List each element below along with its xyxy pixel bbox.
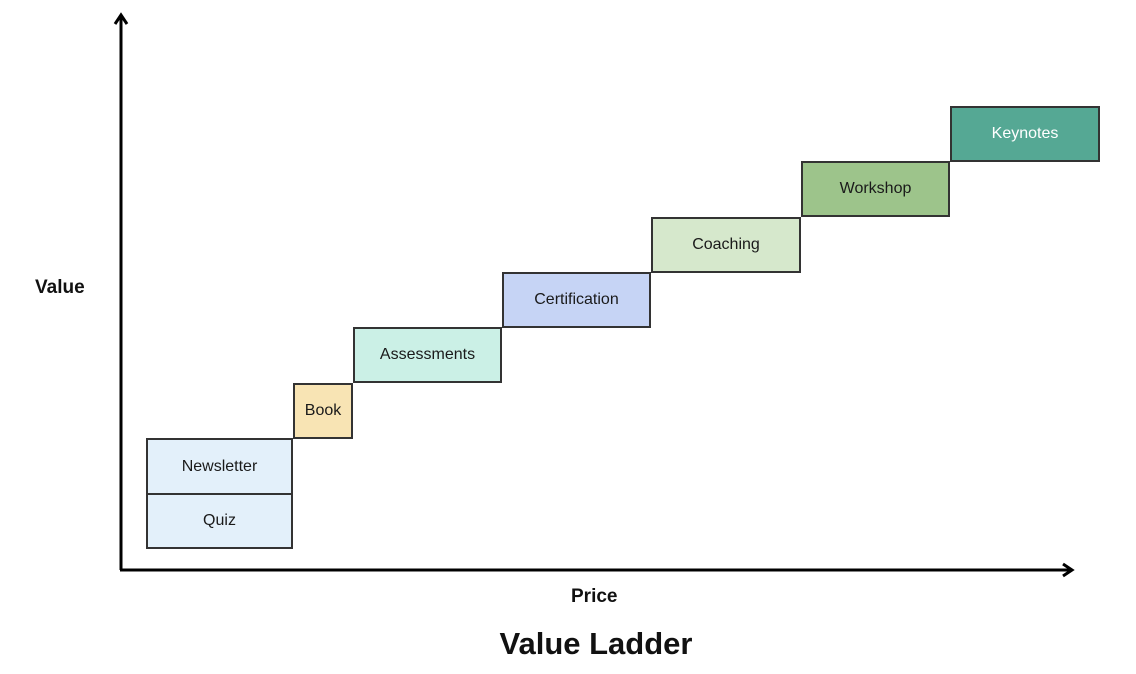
- step-book: Book: [293, 383, 353, 439]
- y-axis-arrow-icon: [113, 12, 129, 25]
- x-axis-label: Price: [571, 586, 618, 607]
- step-keynotes: Keynotes: [950, 106, 1100, 162]
- step-quiz: Quiz: [146, 493, 293, 549]
- step-newsletter: Newsletter: [146, 438, 293, 495]
- y-axis-label: Value: [35, 277, 85, 298]
- step-workshop: Workshop: [801, 161, 950, 217]
- x-axis-arrow-icon: [1062, 562, 1075, 578]
- step-certification: Certification: [502, 272, 651, 328]
- diagram-title: Value Ladder: [499, 626, 693, 661]
- step-coaching: Coaching: [651, 217, 801, 273]
- step-assessments: Assessments: [353, 327, 502, 383]
